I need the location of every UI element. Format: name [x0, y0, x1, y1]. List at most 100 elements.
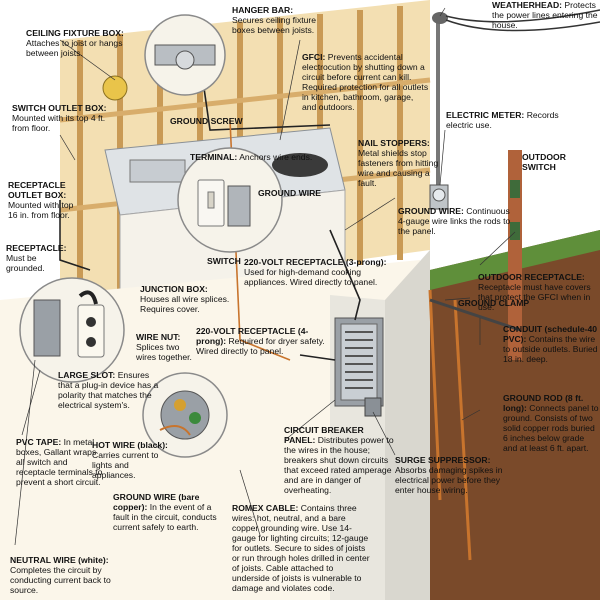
magnifier-switch [177, 147, 283, 253]
label-outdoor-receptacle: OUTDOOR RECEPTACLE: Receptacle must have… [478, 272, 598, 312]
label-junction-box-title: JUNCTION BOX: [140, 284, 208, 294]
label-ground-screw: GROUND SCREW [170, 116, 260, 126]
label-hanger-bar-title: HANGER BAR: [232, 5, 294, 15]
callout-lines [14, 7, 516, 546]
label-switch: SWITCH [207, 256, 257, 266]
magnifier-hanger-bar [144, 14, 226, 96]
label-wire-nut: WIRE NUT: Splices two wires together. [136, 332, 196, 362]
label-neutral-wire-desc: Completes the circuit by conducting curr… [10, 565, 111, 595]
label-hot-wire-desc: Carries current to lights and appliances… [92, 450, 159, 480]
label-conduit: CONDUIT (schedule-40 PVC): Contains the … [503, 324, 599, 364]
label-ground-screw-title: GROUND SCREW [170, 116, 243, 126]
label-receptacle-desc: Must be grounded. [6, 253, 45, 273]
label-switch-outlet-box: SWITCH OUTLET BOX: Mounted with its top … [12, 103, 112, 133]
label-conduit-title: CONDUIT (schedule-40 PVC): [503, 324, 598, 344]
label-ground-wire-main-title: GROUND WIRE: [398, 206, 464, 216]
label-gfci-desc: Prevents accidental electrocution by shu… [302, 52, 429, 112]
label-large-slot-desc: Ensures that a plug-in device has a pola… [58, 370, 159, 410]
label-220v-4prong-desc: Required for dryer safety. Wired directl… [196, 336, 325, 356]
label-gfci-title: GFCI: [302, 52, 326, 62]
outdoor-post [508, 150, 522, 360]
label-ground-wire-small-title: GROUND WIRE [258, 188, 322, 198]
label-terminal: TERMINAL: Anchors wire ends. [190, 152, 350, 162]
label-receptacle: RECEPTACLE: Must be grounded. [6, 243, 76, 273]
label-switch-outlet-box-desc: Mounted with its top 4 ft. from floor. [12, 113, 106, 133]
label-hot-wire-title: HOT WIRE (black): [92, 440, 168, 450]
circuit-breaker-panel-art [334, 317, 384, 407]
label-receptacle-outlet-box-desc: Mounted with top 16 in. from floor. [8, 200, 74, 220]
label-hanger-bar-desc: Secures ceiling fixture boxes between jo… [232, 15, 317, 35]
label-220v-4prong: 220-VOLT RECEPTACLE (4-prong): Required … [196, 326, 334, 356]
label-electric-meter-title: ELECTRIC METER: [446, 110, 525, 120]
label-large-slot-title: LARGE SLOT: [58, 370, 116, 380]
label-surge-suppressor: SURGE SUPPRESSOR: Absorbs damaging spike… [395, 455, 503, 495]
label-junction-box: JUNCTION BOX: Houses all wire splices. R… [140, 284, 232, 314]
magnifier-receptacle [19, 277, 125, 383]
label-nail-stoppers-title: NAIL STOPPERS: [358, 138, 430, 148]
label-weatherhead-desc: Protects the power lines entering the ho… [492, 0, 598, 30]
conduit-line [429, 298, 521, 332]
label-outdoor-switch-title: OUTDOOR SWITCH [522, 152, 566, 172]
label-receptacle-outlet-box-title: RECEPTACLE OUTLET BOX: [8, 180, 67, 200]
label-ground-wire-bare-desc: In the event of a fault in the circuit, … [113, 502, 217, 532]
label-ground-wire-bare: GROUND WIRE (bare copper): In the event … [113, 492, 223, 532]
label-220v-3prong: 220-VOLT RECEPTACLE (3-prong): Used for … [244, 257, 394, 287]
label-circuit-breaker-panel-title: CIRCUIT BREAKER PANEL: [284, 425, 364, 445]
label-weatherhead: WEATHERHEAD: Protects the power lines en… [492, 0, 598, 30]
label-electric-meter-desc: Records electric use. [446, 110, 559, 130]
label-nail-stoppers-desc: Metal shields stop fasteners from hittin… [358, 148, 439, 188]
label-nail-stoppers: NAIL STOPPERS: Metal shields stop fasten… [358, 138, 448, 188]
label-ground-wire-main-desc: Continuous 4-gauge wire links the rods t… [398, 206, 511, 236]
label-neutral-wire-title: NEUTRAL WIRE (white): [10, 555, 109, 565]
label-switch-outlet-box-title: SWITCH OUTLET BOX: [12, 103, 107, 113]
label-weatherhead-title: WEATHERHEAD: [492, 0, 563, 10]
label-wire-nut-title: WIRE NUT: [136, 332, 181, 342]
label-surge-suppressor-desc: Absorbs damaging spikes in electrical po… [395, 465, 503, 495]
label-220v-4prong-title: 220-VOLT RECEPTACLE (4-prong): [196, 326, 309, 346]
label-ground-clamp: GROUND CLAMP [458, 298, 548, 308]
label-ground-wire-small: GROUND WIRE [258, 188, 333, 198]
label-ceiling-fixture-box-desc: Attaches to joist or hangs between joist… [26, 38, 123, 58]
label-pvc-tape: PVC TAPE: In metal boxes, Gallant wraps … [16, 437, 106, 487]
label-ground-wire-bare-title: GROUND WIRE (bare copper): [113, 492, 200, 512]
label-large-slot: LARGE SLOT: Ensures that a plug-in devic… [58, 370, 163, 410]
label-ceiling-fixture-box-title: CEILING FIXTURE BOX: [26, 28, 124, 38]
label-terminal-title: TERMINAL: [190, 152, 238, 162]
label-ground-rod: GROUND ROD (8 ft. long): Connects panel … [503, 393, 599, 453]
label-surge-suppressor-title: SURGE SUPPRESSOR: [395, 455, 491, 465]
label-pvc-tape-title: PVC TAPE: [16, 437, 62, 447]
ground-rods [428, 289, 472, 561]
label-ground-rod-title: GROUND ROD (8 ft. long): [503, 393, 584, 413]
label-switch-title: SWITCH [207, 256, 241, 266]
label-ground-clamp-title: GROUND CLAMP [458, 298, 530, 308]
surge-suppressor-art [364, 397, 382, 417]
label-outdoor-receptacle-title: OUTDOOR RECEPTACLE: [478, 272, 585, 282]
label-pvc-tape-desc: In metal boxes, Gallant wraps all switch… [16, 437, 103, 487]
label-circuit-breaker-panel: CIRCUIT BREAKER PANEL: Distributes power… [284, 425, 396, 495]
label-wire-nut-desc: Splices two wires together. [136, 342, 192, 362]
service-mast [429, 9, 600, 210]
label-circuit-breaker-panel-desc: Distributes power to the wires in the ho… [284, 435, 394, 495]
label-conduit-desc: Contains the wire to outside outlets. Bu… [503, 334, 598, 364]
label-romex-cable-title: ROMEX CABLE: [232, 503, 299, 513]
label-neutral-wire: NEUTRAL WIRE (white): Completes the circ… [10, 555, 130, 595]
label-electric-meter: ELECTRIC METER: Records electric use. [446, 110, 566, 130]
label-ground-rod-desc: Connects panel to ground. Consists of tw… [503, 403, 599, 453]
label-outdoor-receptacle-desc: Receptacle must have covers that protect… [478, 282, 591, 312]
label-ceiling-fixture-box: CEILING FIXTURE BOX: Attaches to joist o… [26, 28, 136, 58]
label-receptacle-outlet-box: RECEPTACLE OUTLET BOX: Mounted with top … [8, 180, 80, 220]
label-hanger-bar: HANGER BAR: Secures ceiling fixture boxe… [232, 5, 327, 35]
label-220v-3prong-desc: Used for high-demand cooking appliances.… [244, 267, 378, 287]
label-receptacle-title: RECEPTACLE: [6, 243, 67, 253]
magnifier-ceiling-box [102, 75, 128, 101]
label-romex-cable: ROMEX CABLE: Contains three wires: hot, … [232, 503, 372, 593]
label-outdoor-switch: OUTDOOR SWITCH [522, 152, 600, 172]
magnifier-junction-box [142, 372, 228, 458]
label-gfci: GFCI: Prevents accidental electrocution … [302, 52, 430, 112]
label-hot-wire: HOT WIRE (black): Carries current to lig… [92, 440, 174, 480]
label-220v-3prong-title: 220-VOLT RECEPTACLE (3-prong): [244, 257, 387, 267]
label-romex-cable-desc: Contains three wires: hot, neutral, and … [232, 503, 370, 593]
label-junction-box-desc: Houses all wire splices. Requires cover. [140, 294, 230, 314]
